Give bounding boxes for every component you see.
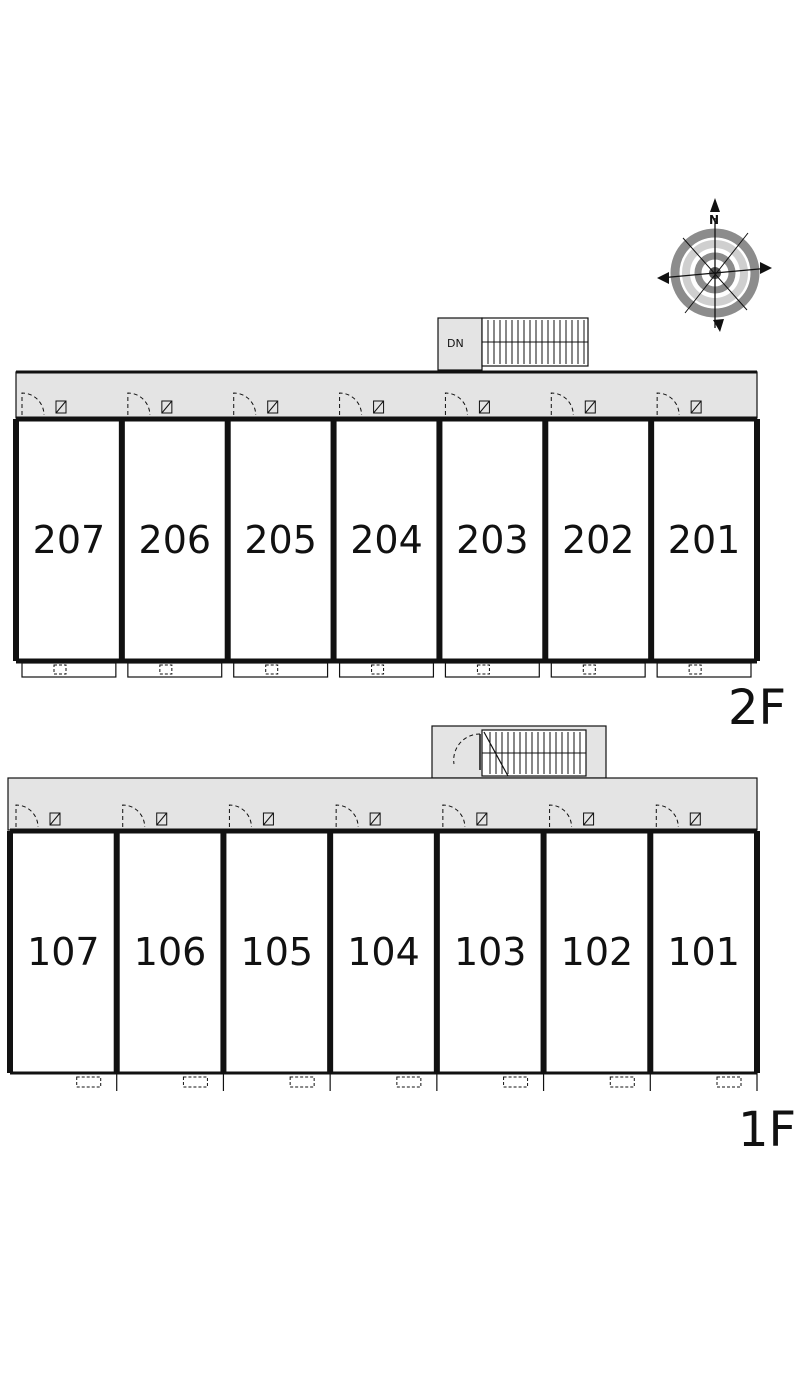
room-107: 107 [15, 804, 118, 1091]
door-swing-icon [655, 804, 679, 828]
floor-2f: DN 207 206 205 204 203 202 201 2F [13, 317, 786, 736]
room-202: 202 [550, 392, 646, 678]
floor-1f: 107 106 105 104 103 102 101 1F [7, 725, 796, 1158]
room-number-101: 101 [667, 930, 740, 974]
room-number-201: 201 [668, 518, 741, 562]
ac-unit-icon [159, 664, 173, 675]
stair-2f: DN [437, 317, 589, 371]
room-number-102: 102 [561, 930, 634, 974]
compass-icon: N [657, 198, 772, 332]
room-105: 105 [228, 804, 331, 1091]
meter-box-icon [478, 400, 490, 414]
ac-unit-icon [182, 1076, 208, 1088]
meter-box-icon [262, 812, 274, 826]
ac-unit-icon [716, 1076, 742, 1088]
ac-unit-icon [289, 1076, 315, 1088]
meter-box-icon [156, 812, 168, 826]
door-swing-icon [549, 804, 573, 828]
door-swing-icon [233, 392, 257, 416]
ac-unit-icon [53, 664, 67, 675]
door-swing-icon [21, 392, 45, 416]
balcony [550, 662, 646, 678]
room-number-106: 106 [134, 930, 207, 974]
stair-down-label: DN [447, 337, 464, 350]
ac-unit-icon [76, 1076, 102, 1088]
compass-north-label: N [709, 213, 719, 227]
door-swing-icon [335, 804, 359, 828]
ac-unit-icon [609, 1076, 635, 1088]
room-101: 101 [655, 804, 758, 1091]
floor-label-1f: 1F [738, 1102, 796, 1158]
room-206: 206 [127, 392, 223, 678]
balcony [444, 662, 540, 678]
door-swing-icon [550, 392, 574, 416]
room-102: 102 [549, 804, 651, 1091]
ac-unit-icon [265, 664, 279, 675]
balcony [21, 662, 117, 678]
room-205: 205 [233, 392, 329, 678]
meter-box-icon [55, 400, 67, 414]
room-number-202: 202 [562, 518, 635, 562]
room-number-104: 104 [347, 930, 420, 974]
meter-box-icon [583, 812, 595, 826]
meter-box-icon [369, 812, 381, 826]
ac-unit-icon [688, 664, 702, 675]
meter-box-icon [267, 400, 279, 414]
balcony [233, 662, 329, 678]
floor-label-2f: 2F [728, 680, 786, 736]
meter-box-icon [584, 400, 596, 414]
room-201: 201 [656, 392, 752, 678]
room-103: 103 [442, 804, 545, 1091]
door-swing-icon [122, 804, 146, 828]
ac-unit-icon [503, 1076, 529, 1088]
meter-box-icon [690, 400, 702, 414]
door-swing-icon [444, 392, 468, 416]
ac-unit-icon [582, 664, 596, 675]
room-104: 104 [335, 804, 438, 1091]
corridor-1f [7, 777, 758, 831]
door-swing-icon [442, 804, 466, 828]
meter-box-icon [689, 812, 701, 826]
room-number-207: 207 [33, 518, 106, 562]
room-number-107: 107 [27, 930, 100, 974]
room-207: 207 [21, 392, 117, 678]
room-number-203: 203 [456, 518, 529, 562]
door-swing-icon [127, 392, 151, 416]
meter-box-icon [476, 812, 488, 826]
balcony [338, 662, 435, 678]
room-204: 204 [338, 392, 435, 678]
ac-unit-icon [371, 664, 385, 675]
room-number-103: 103 [454, 930, 527, 974]
room-203: 203 [444, 392, 540, 678]
room-number-204: 204 [350, 518, 423, 562]
meter-box-icon [161, 400, 173, 414]
balcony [656, 662, 752, 678]
door-swing-icon [228, 804, 252, 828]
ac-unit-icon [396, 1076, 422, 1088]
room-number-105: 105 [241, 930, 314, 974]
stair-1f [431, 725, 607, 779]
room-106: 106 [122, 804, 225, 1091]
ac-unit-icon [476, 664, 490, 675]
meter-box-icon [49, 812, 61, 826]
door-swing-icon [339, 392, 363, 416]
room-number-206: 206 [139, 518, 212, 562]
door-swing-icon [15, 804, 39, 828]
corridor-2f [15, 371, 758, 419]
balcony [127, 662, 223, 678]
room-number-205: 205 [244, 518, 317, 562]
door-swing-icon [656, 392, 680, 416]
meter-box-icon [373, 400, 385, 414]
